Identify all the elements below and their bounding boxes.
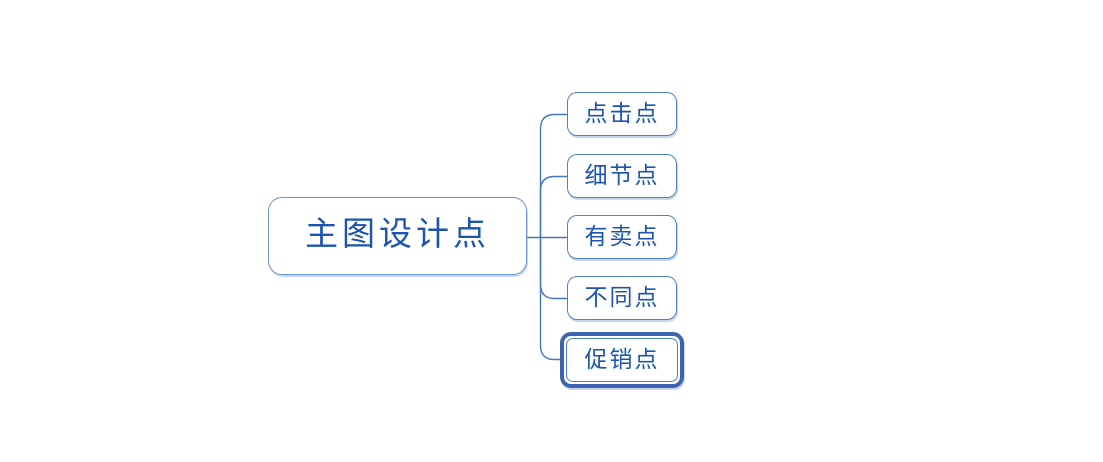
subtopic-node-2[interactable]: 细节点 — [567, 154, 677, 198]
subtopic-node-1[interactable]: 点击点 — [567, 92, 677, 136]
connector-branch-5 — [539, 236, 563, 361]
subtopic-label-5: 促销点 — [584, 346, 660, 372]
subtopic-node-5-selection-border[interactable]: 促销点 — [560, 332, 684, 388]
subtopic-node-3[interactable]: 有卖点 — [567, 215, 677, 259]
connector-branch-1 — [539, 113, 569, 239]
subtopic-label-1: 点击点 — [584, 100, 660, 126]
subtopic-label-4: 不同点 — [584, 284, 660, 310]
connector-branch-2 — [539, 175, 569, 239]
subtopic-node-4[interactable]: 不同点 — [567, 276, 677, 320]
root-topic-node[interactable]: 主图设计点 — [268, 197, 527, 275]
root-topic-label: 主图设计点 — [305, 216, 490, 253]
connector-branch-4 — [539, 236, 569, 300]
subtopic-label-3: 有卖点 — [584, 223, 660, 249]
subtopic-label-2: 细节点 — [584, 162, 660, 188]
subtopic-node-5[interactable]: 促销点 — [566, 338, 678, 382]
